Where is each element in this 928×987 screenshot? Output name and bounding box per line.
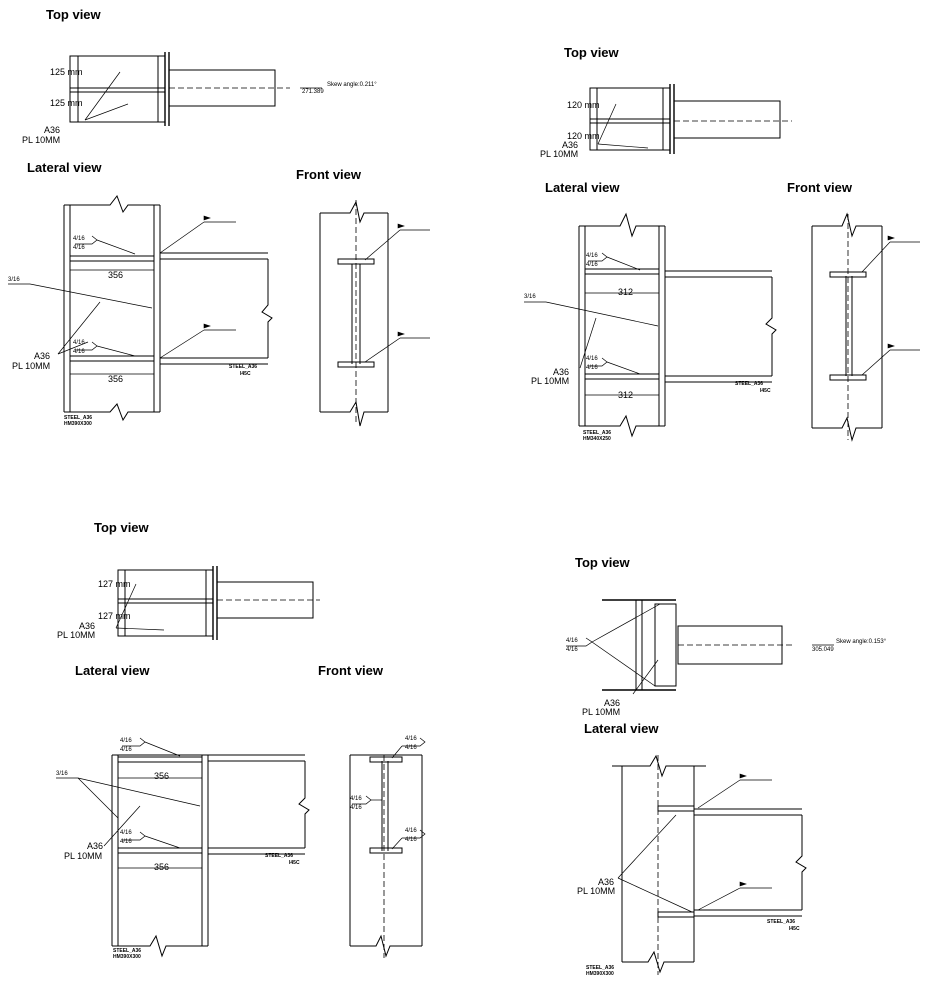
d3-lateral-view-title: Lateral view bbox=[75, 663, 150, 678]
d2-dim-lower: 120 mm bbox=[567, 131, 600, 141]
d3-top-view: Top view 127 mm 127 mm A36 PL 10MM bbox=[57, 520, 320, 640]
d3-weld-top-b: 4/16 bbox=[120, 747, 132, 753]
d1-beam-steel: STEEL_A36 bbox=[229, 364, 257, 370]
d1-dim-lower: 125 mm bbox=[50, 98, 83, 108]
d2-dim-upper: 120 mm bbox=[567, 100, 600, 110]
d2-weld-bot-b: 4/16 bbox=[586, 365, 598, 371]
d3-front-weld-bot-b: 4/16 bbox=[405, 837, 417, 843]
d1-lateral-view-title: Lateral view bbox=[27, 160, 102, 175]
d1-column-steel: STEEL_A36 bbox=[64, 415, 92, 421]
d2-front-view-title: Front view bbox=[787, 180, 853, 195]
d3-stiffener-upper: 356 bbox=[154, 771, 169, 781]
d3-top-plate: PL 10MM bbox=[57, 630, 95, 640]
d4-weld-a: 4/16 bbox=[566, 638, 578, 644]
d4-top-view-title: Top view bbox=[575, 555, 631, 570]
d1-column-plan bbox=[69, 55, 166, 123]
d4-skew-angle: Skew angle:0.153° bbox=[836, 639, 887, 645]
detail-3: Top view 127 mm 127 mm A36 PL 10MM Later… bbox=[56, 520, 426, 960]
d3-front-weld-mid-a: 4/16 bbox=[350, 796, 362, 802]
d4-top-material: A36 bbox=[604, 698, 620, 708]
d2-top-material: A36 bbox=[562, 140, 578, 150]
d4-column-steel: STEEL_A36 bbox=[586, 965, 614, 971]
d2-lateral-plate: PL 10MM bbox=[531, 376, 569, 386]
d3-weld-bot-a: 4/16 bbox=[120, 830, 132, 836]
d1-stiffener-lower: 356 bbox=[108, 374, 123, 384]
d2-lateral-view: Lateral view 4/16 4/16 4/16 4/16 bbox=[524, 180, 777, 442]
d1-lateral-view: Lateral view 4/16 4/16 bbox=[8, 160, 273, 427]
d1-top-view-title: Top view bbox=[46, 7, 102, 22]
d3-beam-section: I45C bbox=[289, 860, 300, 866]
d4-skew-value: 305.049 bbox=[812, 647, 834, 653]
d3-top-material: A36 bbox=[79, 621, 95, 631]
d3-front-view: Front view 4/16 4/16 4/16 4/16 4/16 4/16 bbox=[318, 663, 426, 958]
d1-skew-value: 271.389 bbox=[302, 89, 324, 95]
d1-top-plate: PL 10MM bbox=[22, 135, 60, 145]
d4-top-plate: PL 10MM bbox=[582, 707, 620, 717]
d2-front-view: Front view bbox=[787, 180, 920, 442]
d3-beam-steel: STEEL_A36 bbox=[265, 853, 293, 859]
d2-top-view-title: Top view bbox=[564, 45, 620, 60]
d3-front-weld-top-a: 4/16 bbox=[405, 736, 417, 742]
d3-column-section: HM390X300 bbox=[113, 954, 141, 960]
d1-front-view: Front view bbox=[296, 167, 430, 427]
d3-weld-bot-b: 4/16 bbox=[120, 839, 132, 845]
d2-side-weld: 3/16 bbox=[524, 294, 536, 300]
d1-dim-upper: 125 mm bbox=[50, 67, 83, 77]
d2-weld-top-b: 4/16 bbox=[586, 262, 598, 268]
d1-beam-section: I45C bbox=[240, 371, 251, 377]
d2-lateral-material: A36 bbox=[553, 367, 569, 377]
d4-beam-section: I45C bbox=[789, 926, 800, 932]
d2-column-section: HM340X250 bbox=[583, 436, 611, 442]
d3-dim-upper: 127 mm bbox=[98, 579, 131, 589]
d1-stiffener-upper: 356 bbox=[108, 270, 123, 280]
d1-lateral-plate: PL 10MM bbox=[12, 361, 50, 371]
d1-top-material: A36 bbox=[44, 125, 60, 135]
d3-lateral-view: Lateral view 4/16 4/16 4/16 4/16 bbox=[56, 663, 310, 960]
d3-front-weld-top-b: 4/16 bbox=[405, 745, 417, 751]
d1-front-view-title: Front view bbox=[296, 167, 362, 182]
d4-top-view: Top view 4/16 4/16 A36 PL 10MM Skew angl… bbox=[566, 555, 887, 717]
d1-side-weld: 3/16 bbox=[8, 277, 20, 283]
d2-beam-steel: STEEL_A36 bbox=[735, 381, 763, 387]
d3-front-weld-bot-a: 4/16 bbox=[405, 828, 417, 834]
d3-front-weld-mid-b: 4/16 bbox=[350, 805, 362, 811]
d4-lateral-view: Lateral view A36 PL 10MM STEEL_A36 I bbox=[577, 721, 807, 977]
d2-lateral-view-title: Lateral view bbox=[545, 180, 620, 195]
d2-stiffener-lower: 312 bbox=[618, 390, 633, 400]
d1-lateral-material: A36 bbox=[34, 351, 50, 361]
detail-4: Top view 4/16 4/16 A36 PL 10MM Skew angl… bbox=[566, 555, 887, 977]
detail-1: Top view 125 mm 125 mm A36 PL 10MM Skew … bbox=[8, 7, 430, 427]
d3-weld-top-a: 4/16 bbox=[120, 738, 132, 744]
d2-top-plate: PL 10MM bbox=[540, 149, 578, 159]
d2-weld-bot-a: 4/16 bbox=[586, 356, 598, 362]
d3-stiffener-lower: 356 bbox=[154, 862, 169, 872]
d3-front-view-title: Front view bbox=[318, 663, 384, 678]
d4-lateral-view-title: Lateral view bbox=[584, 721, 659, 736]
d2-top-view: Top view 120 mm 120 mm A36 PL 10MM bbox=[540, 45, 792, 159]
d1-weld-top-a: 4/16 bbox=[73, 236, 85, 242]
d1-weld-bot-a: 4/16 bbox=[73, 340, 85, 346]
d3-side-weld: 3/16 bbox=[56, 771, 68, 777]
detail-2: Top view 120 mm 120 mm A36 PL 10MM Later… bbox=[524, 45, 920, 442]
d4-lateral-material: A36 bbox=[598, 877, 614, 887]
d3-lateral-material: A36 bbox=[87, 841, 103, 851]
d3-dim-lower: 127 mm bbox=[98, 611, 131, 621]
d4-column-section: HM390X300 bbox=[586, 971, 614, 977]
d4-beam-steel: STEEL_A36 bbox=[767, 919, 795, 925]
d4-lateral-plate: PL 10MM bbox=[577, 886, 615, 896]
d1-top-view: Top view 125 mm 125 mm A36 PL 10MM Skew … bbox=[22, 7, 377, 145]
d3-top-view-title: Top view bbox=[94, 520, 150, 535]
d2-column-steel: STEEL_A36 bbox=[583, 430, 611, 436]
d1-column-section: HM390X300 bbox=[64, 421, 92, 427]
d1-skew-angle: Skew angle:0.211° bbox=[327, 82, 377, 88]
d2-weld-top-a: 4/16 bbox=[586, 253, 598, 259]
d3-column-steel: STEEL_A36 bbox=[113, 948, 141, 954]
d2-stiffener-upper: 312 bbox=[618, 287, 633, 297]
d3-lateral-plate: PL 10MM bbox=[64, 851, 102, 861]
d2-beam-section: I45C bbox=[760, 388, 771, 394]
d1-weld-top-b: 4/16 bbox=[73, 245, 85, 251]
d4-weld-b: 4/16 bbox=[566, 647, 578, 653]
d1-weld-bot-b: 4/16 bbox=[73, 349, 85, 355]
